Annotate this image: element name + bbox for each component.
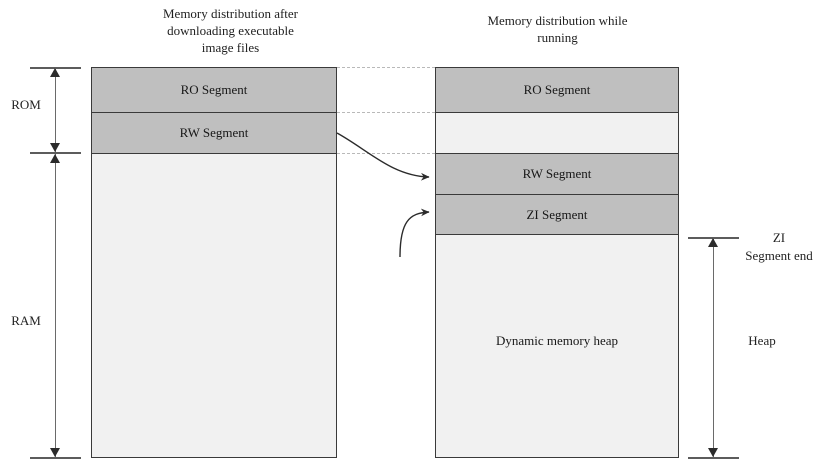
connector-line-rw-bottom — [337, 153, 435, 154]
heap-arrow-line — [713, 238, 714, 457]
left-segment-rw: RW Segment — [91, 112, 337, 154]
left-column-title: Memory distribution after downloading ex… — [162, 6, 299, 55]
heap-bracket-label: Heap — [748, 333, 776, 348]
right-segment-rw: RW Segment — [435, 153, 679, 195]
rw-relocation-arrow — [336, 132, 430, 181]
ram-tick-bottom — [30, 457, 81, 459]
rom-bracket-label: ROM — [11, 97, 41, 112]
ram-arrowhead-up — [50, 154, 60, 163]
rom-arrow-line — [55, 68, 56, 152]
connector-line-ro-top — [337, 67, 435, 68]
connector-line-ro-bottom — [337, 112, 435, 113]
right-segment-heap: Dynamic memory heap — [435, 234, 679, 458]
ram-arrow-line — [55, 154, 56, 457]
zi-creation-arrow — [399, 208, 430, 258]
rom-arrowhead-down — [50, 143, 60, 152]
right-segment-zi: ZI Segment — [435, 194, 679, 235]
left-segment-free — [91, 153, 337, 458]
right-column-title: Memory distribution while running — [487, 13, 628, 45]
rom-tick-bottom — [30, 152, 81, 154]
heap-arrowhead-down — [708, 448, 718, 457]
heap-bottom-tick — [688, 457, 739, 459]
right-segment-ro: RO Segment — [435, 67, 679, 113]
heap-arrowhead-up — [708, 238, 718, 247]
ram-bracket-label: RAM — [11, 313, 41, 328]
zi-segment-end-label: ZI Segment end — [745, 230, 813, 263]
ram-arrowhead-down — [50, 448, 60, 457]
rom-arrowhead-up — [50, 68, 60, 77]
